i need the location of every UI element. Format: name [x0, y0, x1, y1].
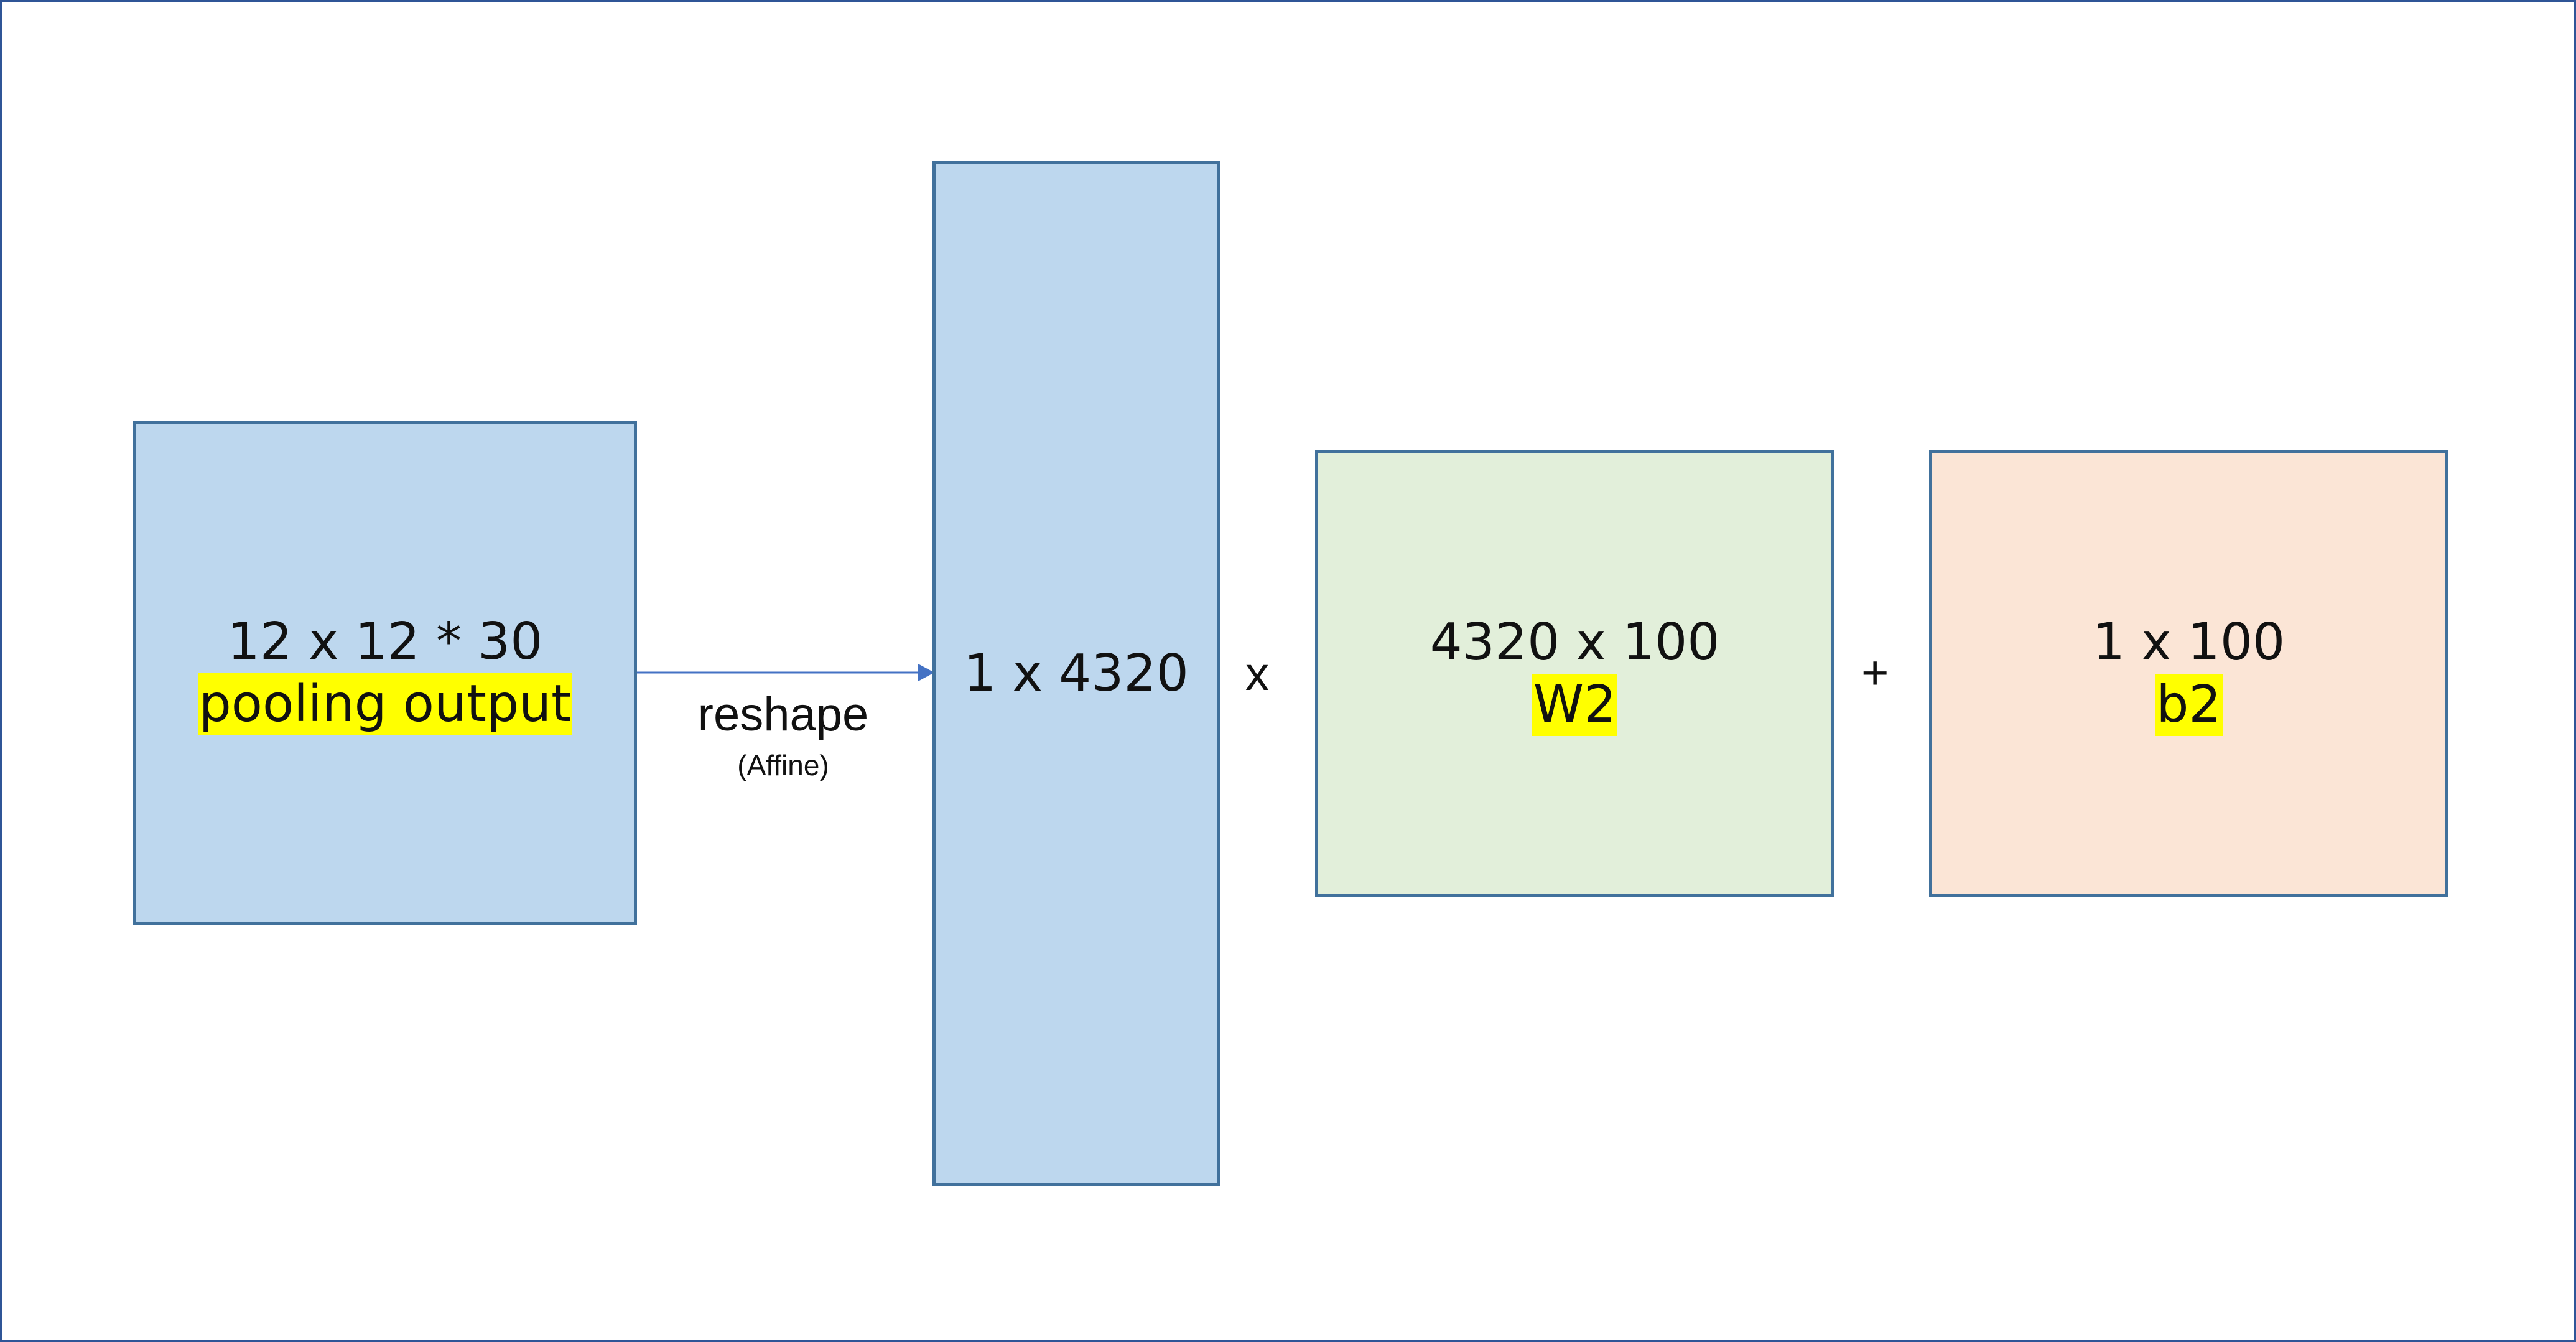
- bias-dims: 1 x 100: [2092, 612, 2285, 672]
- arrow-head-icon: [918, 664, 934, 681]
- flattened-vector-box: 1 x 4320: [932, 161, 1220, 1186]
- pooling-output-box: 12 x 12 * 30 pooling output: [133, 421, 637, 925]
- flattened-dims: 1 x 4320: [964, 643, 1189, 703]
- pooling-label: pooling output: [197, 673, 573, 735]
- reshape-arrow: [637, 664, 934, 681]
- affine-label: (Affine): [737, 749, 829, 781]
- bias-vector-box: 1 x 100 b2: [1929, 450, 2448, 897]
- pooling-dims: 12 x 12 * 30: [227, 612, 543, 671]
- weight-matrix-box: 4320 x 100 W2: [1315, 450, 1834, 897]
- plus-operator: +: [1861, 646, 1889, 699]
- multiply-operator: x: [1245, 648, 1269, 701]
- reshape-label: reshape: [697, 688, 869, 741]
- weight-label: W2: [1532, 673, 1618, 736]
- bias-label: b2: [2155, 673, 2223, 736]
- weight-dims: 4320 x 100: [1430, 612, 1720, 672]
